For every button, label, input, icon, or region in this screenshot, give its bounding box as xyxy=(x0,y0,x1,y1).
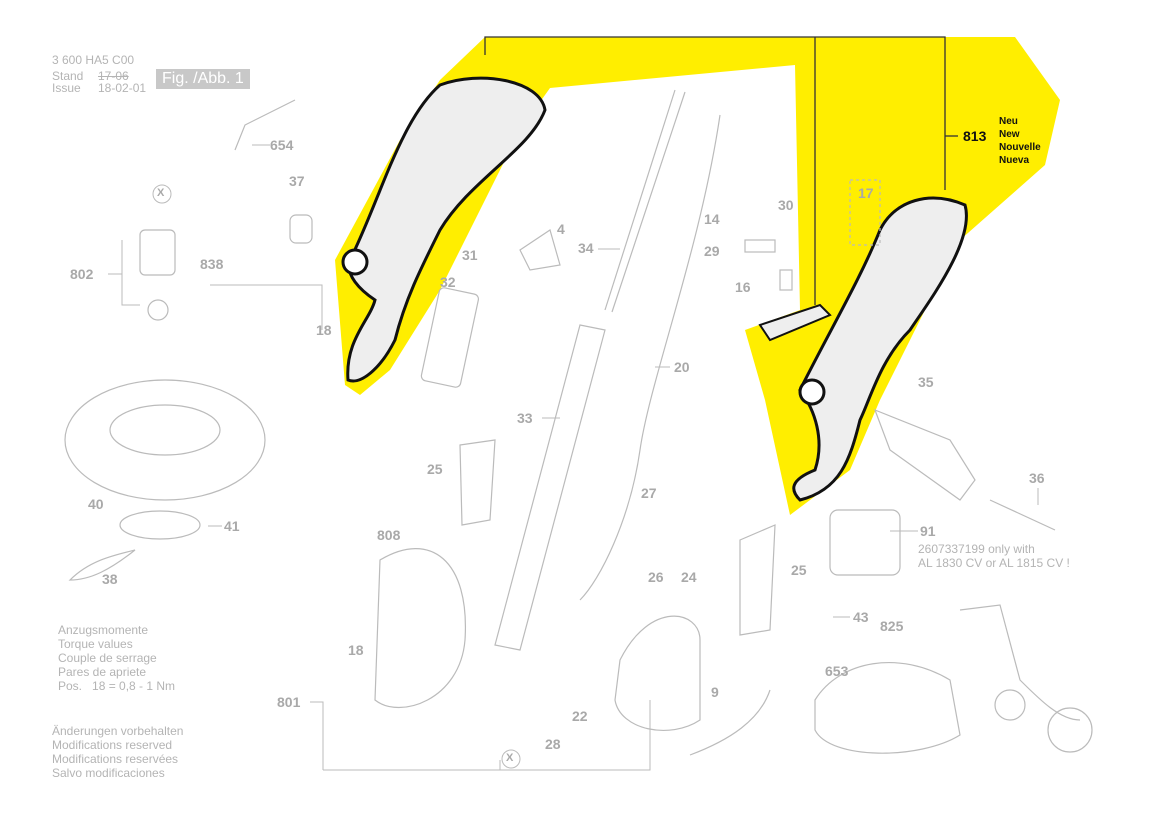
part-label: 838 xyxy=(200,256,224,272)
torque-note-line: Pos. 18 = 0,8 - 1 Nm xyxy=(58,679,176,693)
modification-notes: Änderungen vorbehalten Modifications res… xyxy=(52,724,183,780)
doc-number: 3 600 HA5 C00 xyxy=(52,53,135,67)
torque-note-line: Torque values xyxy=(58,637,133,651)
torque-note-line: Couple de serrage xyxy=(58,651,157,665)
torque-note-line: Pares de apriete xyxy=(58,665,147,679)
part-label: 14 xyxy=(704,211,720,227)
part-label: 18 xyxy=(348,642,364,658)
stand-label: Stand xyxy=(52,69,84,83)
part-label-813: 813 xyxy=(963,128,987,144)
part-label: 31 xyxy=(462,247,478,263)
issue-value: 18-02-01 xyxy=(98,81,147,95)
new-label-en: New xyxy=(999,129,1020,140)
modification-note-line: Modifications reservées xyxy=(52,752,179,766)
battery-note-line: AL 1830 CV or AL 1815 CV ! xyxy=(918,556,1070,570)
handle-left xyxy=(341,76,547,383)
battery-note: 2607337199 only with AL 1830 CV or AL 18… xyxy=(918,542,1070,570)
part-label: 25 xyxy=(427,461,443,477)
part-label: 32 xyxy=(440,274,456,290)
part-label: 43 xyxy=(853,609,869,625)
new-labels: Neu New Nouvelle Nueva xyxy=(999,115,1041,167)
part-label: 40 xyxy=(88,496,104,512)
part-label: 16 xyxy=(735,279,751,295)
new-part-highlight xyxy=(335,37,1060,515)
stand-value: 17-06 xyxy=(98,69,129,83)
figure-label: Fig. /Abb. 1 xyxy=(156,69,250,89)
part-label: 27 xyxy=(641,485,657,501)
part-label: 29 xyxy=(704,243,720,259)
part-label: 9 xyxy=(711,684,719,700)
part-label: 18 xyxy=(316,322,332,338)
part-label: 801 xyxy=(277,694,301,710)
part-label: 24 xyxy=(681,569,697,585)
x-marker-label: X xyxy=(157,187,165,199)
torque-notes: Anzugsmomente Torque values Couple de se… xyxy=(58,623,175,693)
modification-note-line: Änderungen vorbehalten xyxy=(52,724,184,738)
x-marker-top xyxy=(152,184,172,204)
part-label: 41 xyxy=(224,518,240,534)
part-label: 26 xyxy=(648,569,664,585)
battery-note-line: 2607337199 only with xyxy=(918,542,1035,556)
modification-note-line: Modifications reserved xyxy=(52,738,173,752)
new-label-es: Nueva xyxy=(999,155,1030,166)
new-label-fr: Nouvelle xyxy=(999,142,1041,153)
part-label: 33 xyxy=(517,410,533,426)
part-label: 38 xyxy=(102,571,118,587)
part-label: 4 xyxy=(557,221,565,237)
modification-note-line: Salvo modificaciones xyxy=(52,766,165,780)
part-label: 35 xyxy=(918,374,934,390)
issue-label: Issue xyxy=(52,81,81,95)
leader-813 xyxy=(484,36,946,190)
leader-lines xyxy=(108,144,1039,771)
part-label: 91 xyxy=(920,523,936,539)
part-label: 28 xyxy=(545,736,561,752)
part-label: 25 xyxy=(791,562,807,578)
part-label: 653 xyxy=(825,663,849,679)
part-label: 20 xyxy=(674,359,690,375)
part-label: 654 xyxy=(270,137,294,153)
part-label: 22 xyxy=(572,708,588,724)
torque-note-line: Anzugsmomente xyxy=(58,623,149,637)
part-label: 17 xyxy=(858,185,874,201)
x-marker-bottom xyxy=(501,749,521,769)
new-label-de: Neu xyxy=(999,116,1018,127)
part-label: 808 xyxy=(377,527,401,543)
x-marker-label: X xyxy=(506,752,514,764)
part-outlines xyxy=(64,89,1093,756)
part-label: 34 xyxy=(578,240,594,256)
part-label: 802 xyxy=(70,266,94,282)
part-label: 825 xyxy=(880,618,904,634)
part-label: 36 xyxy=(1029,470,1045,486)
part-label: 37 xyxy=(289,173,305,189)
part-label: 30 xyxy=(778,197,794,213)
